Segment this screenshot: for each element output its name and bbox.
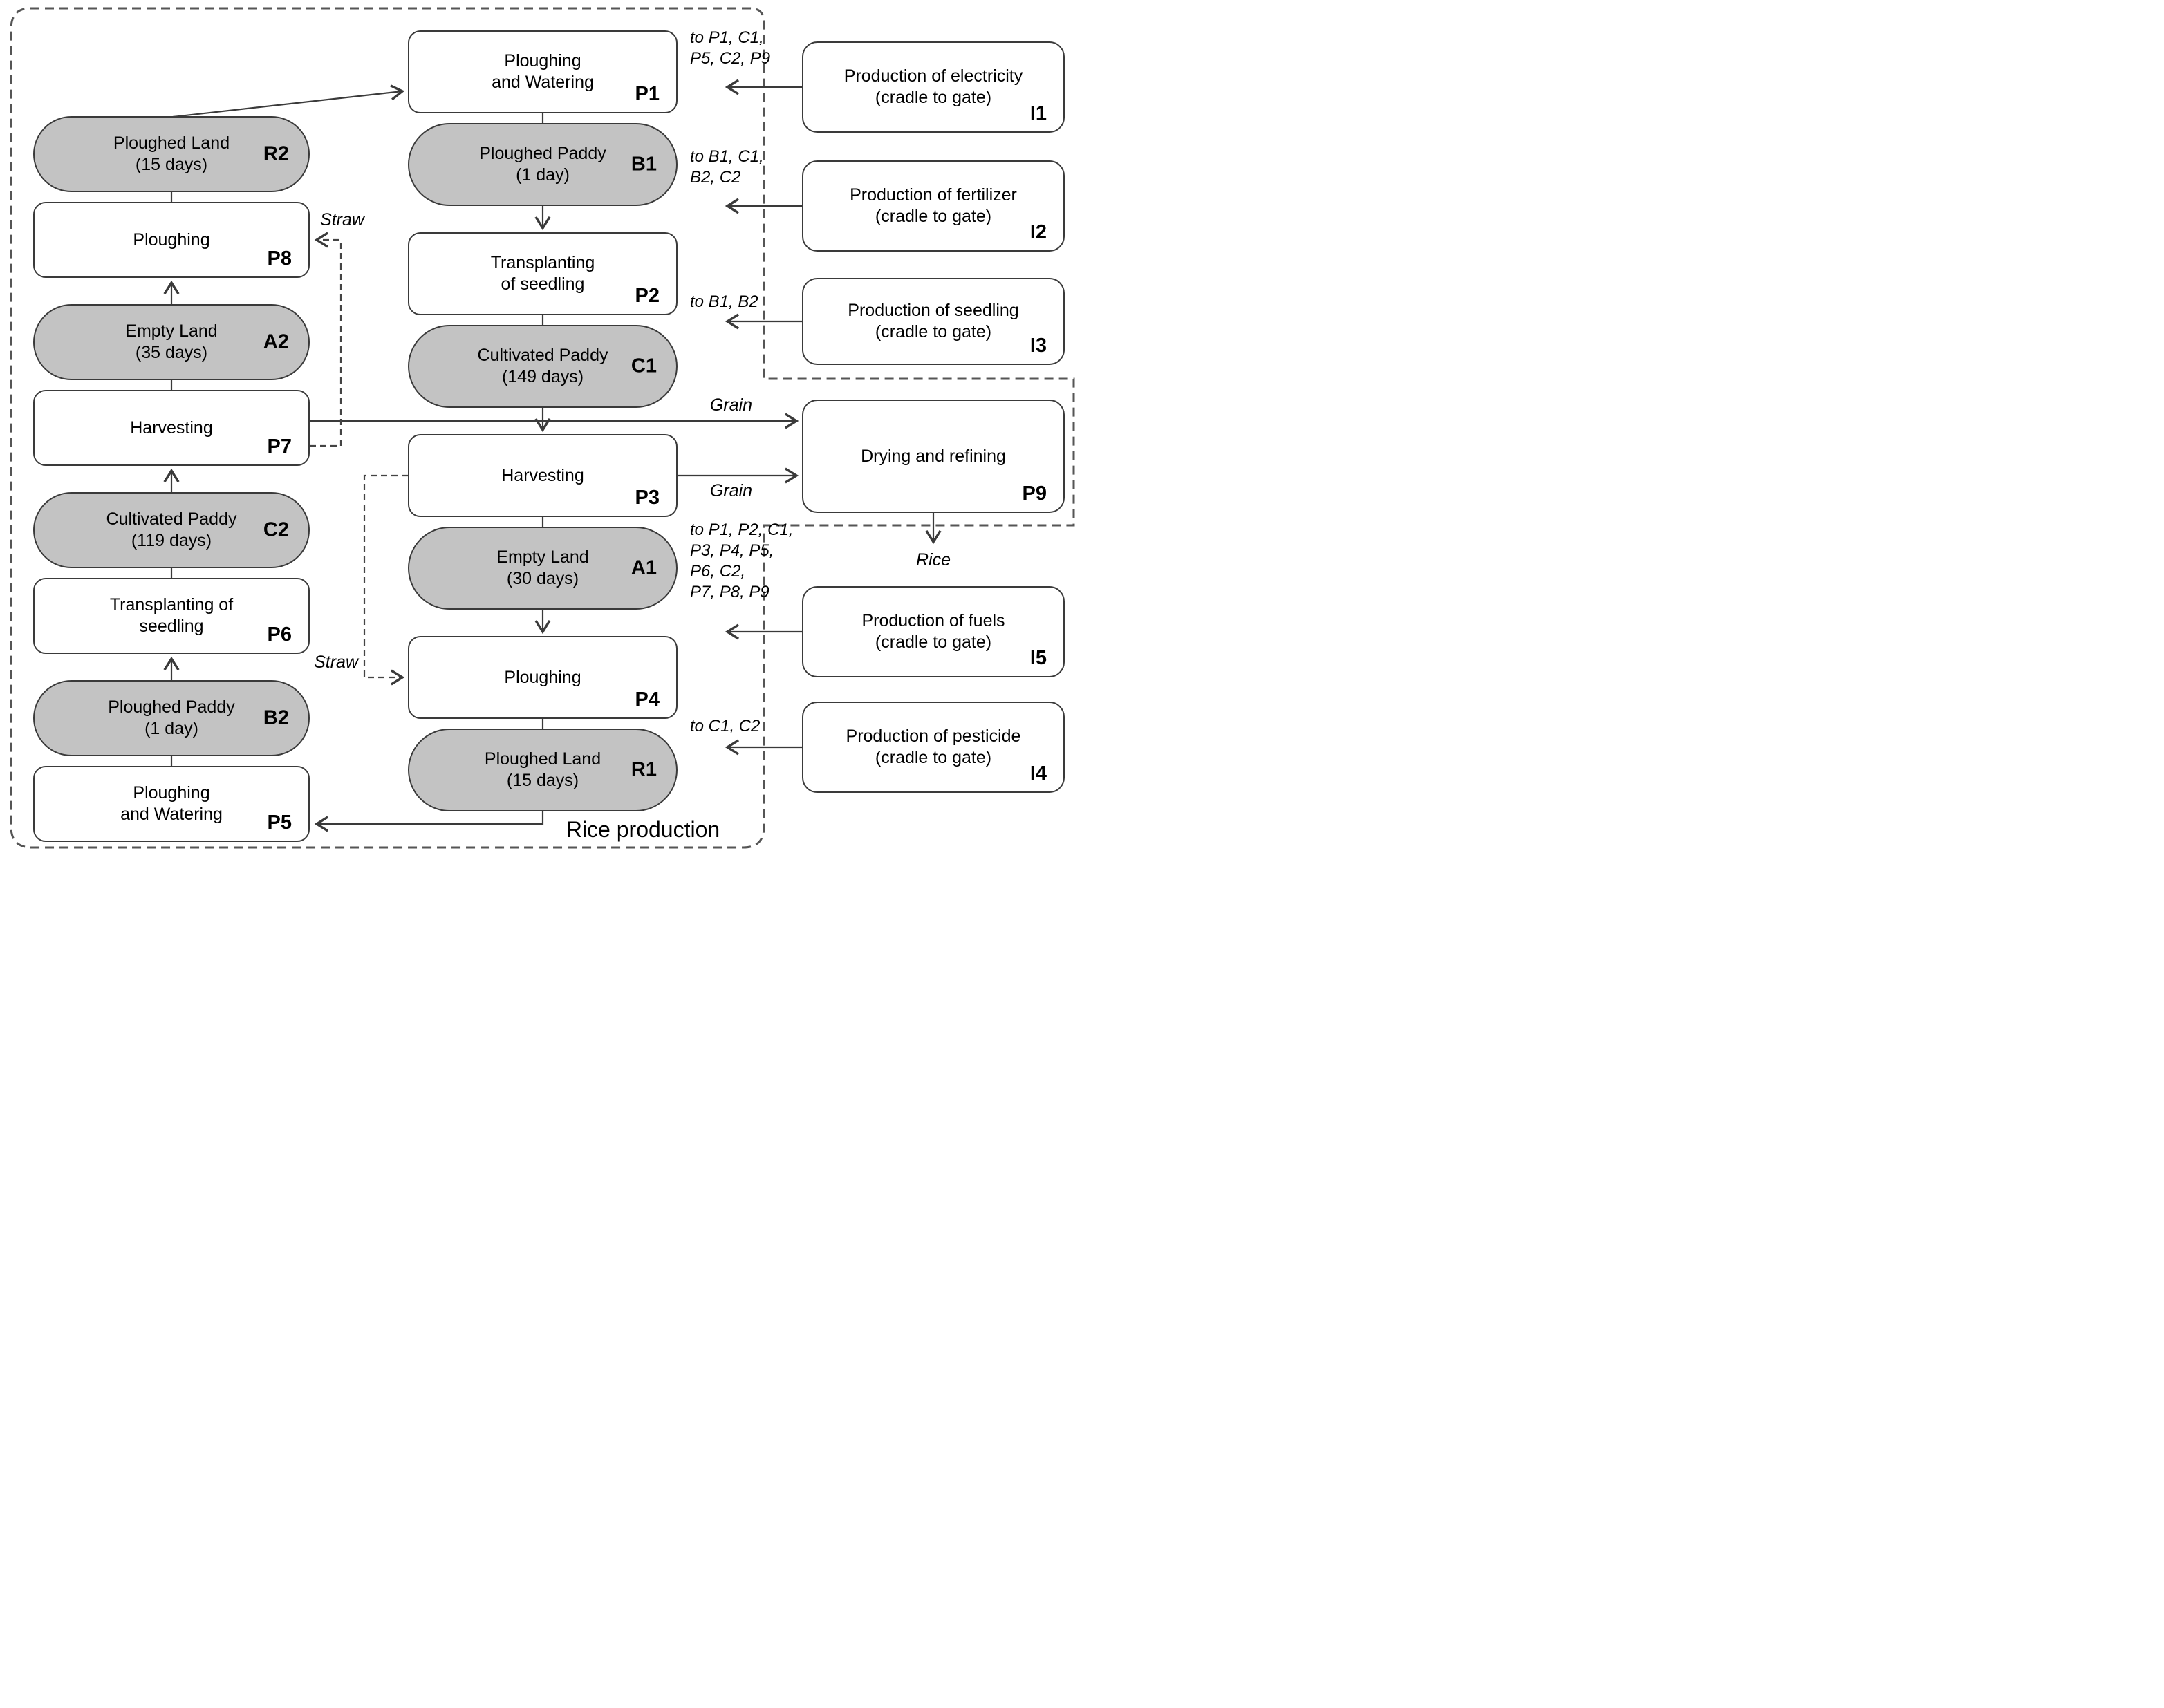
node-P9: Drying and refining P9 bbox=[802, 400, 1065, 513]
node-id: P6 bbox=[267, 623, 292, 646]
node-id: P1 bbox=[635, 83, 660, 105]
edge-r2-p1 bbox=[172, 84, 405, 118]
node-I3: Production of seedling(cradle to gate) I… bbox=[802, 278, 1065, 365]
node-R1: Ploughed Land(15 days) R1 bbox=[408, 729, 678, 811]
node-id: P7 bbox=[267, 435, 292, 458]
io-label-i1: to P1, C1,P5, C2, P9 bbox=[690, 28, 771, 68]
node-label: Harvesting bbox=[501, 465, 584, 485]
node-label: Empty Land(30 days) bbox=[496, 547, 589, 588]
node-A2: Empty Land(35 days) A2 bbox=[33, 304, 310, 380]
node-id: R1 bbox=[631, 758, 657, 781]
node-id: C1 bbox=[631, 355, 657, 377]
node-id: R2 bbox=[263, 142, 289, 165]
node-B2: Ploughed Paddy(1 day) B2 bbox=[33, 680, 310, 756]
node-P4: Ploughing P4 bbox=[408, 636, 678, 719]
node-label: Cultivated Paddy(119 days) bbox=[106, 509, 237, 550]
node-id: P5 bbox=[267, 811, 292, 834]
node-P7: Harvesting P7 bbox=[33, 390, 310, 466]
node-C1: Cultivated Paddy(149 days) C1 bbox=[408, 325, 678, 408]
node-id: I1 bbox=[1029, 102, 1047, 124]
node-label: Production of seedling(cradle to gate) bbox=[848, 301, 1019, 341]
node-id: B1 bbox=[631, 153, 657, 176]
straw-label-lower: Straw bbox=[314, 653, 358, 672]
edge-p3-p4-straw bbox=[363, 474, 408, 686]
node-id: I2 bbox=[1029, 221, 1047, 243]
node-id: I3 bbox=[1029, 335, 1047, 357]
node-R2: Ploughed Land(15 days) R2 bbox=[33, 116, 310, 192]
node-id: A2 bbox=[263, 330, 289, 353]
io-label-i3: to B1, B2 bbox=[690, 292, 758, 311]
node-id: I4 bbox=[1029, 762, 1047, 785]
node-A1: Empty Land(30 days) A1 bbox=[408, 527, 678, 610]
node-P3: Harvesting P3 bbox=[408, 434, 678, 517]
rice-label: Rice bbox=[915, 550, 951, 570]
node-id: P2 bbox=[635, 285, 660, 307]
node-I1: Production of electricity(cradle to gate… bbox=[802, 41, 1065, 133]
node-id: I5 bbox=[1029, 647, 1047, 669]
node-id: P3 bbox=[635, 487, 660, 509]
node-label: Ploughed Paddy(1 day) bbox=[108, 697, 235, 738]
node-label: Production of fuels(cradle to gate) bbox=[861, 611, 1005, 652]
node-B1: Ploughed Paddy(1 day) B1 bbox=[408, 123, 678, 206]
node-id: B2 bbox=[263, 706, 289, 729]
node-I2: Production of fertilizer(cradle to gate)… bbox=[802, 160, 1065, 252]
node-label: Ploughed Land(15 days) bbox=[113, 133, 230, 174]
io-label-i4: to C1, C2 bbox=[690, 717, 761, 735]
node-id: A1 bbox=[631, 556, 657, 579]
node-label: Empty Land(35 days) bbox=[125, 321, 218, 362]
io-label-i2: to B1, C1,B2, C2 bbox=[690, 147, 764, 187]
node-I5: Production of fuels(cradle to gate) I5 bbox=[802, 586, 1065, 677]
node-label: Production of fertilizer(cradle to gate) bbox=[850, 185, 1017, 226]
node-label: Ploughed Land(15 days) bbox=[484, 749, 601, 790]
region-label: Rice production bbox=[566, 817, 720, 842]
node-label: Cultivated Paddy(149 days) bbox=[477, 346, 608, 386]
node-label: Ploughed Paddy(1 day) bbox=[479, 144, 606, 185]
node-I4: Production of pesticide(cradle to gate) … bbox=[802, 702, 1065, 793]
grain-label-lower: Grain bbox=[709, 481, 753, 500]
edge-r1-p5 bbox=[314, 811, 544, 832]
io-label-i5: to P1, P2, C1,P3, P4, P5, P6, C2,P7, P8,… bbox=[690, 520, 794, 601]
rice-production-diagram: Ploughed Land(15 days) R2 Ploughing P8 E… bbox=[0, 0, 1082, 854]
node-label: Production of pesticide(cradle to gate) bbox=[846, 726, 1021, 767]
node-P8: Ploughing P8 bbox=[33, 202, 310, 278]
rice-production-boundary bbox=[10, 7, 1075, 849]
node-id: C2 bbox=[263, 518, 289, 541]
node-label: Production of electricity(cradle to gate… bbox=[843, 66, 1023, 107]
grain-label-upper: Grain bbox=[709, 395, 753, 415]
node-C2: Cultivated Paddy(119 days) C2 bbox=[33, 492, 310, 568]
node-id: P4 bbox=[635, 688, 660, 711]
node-label: Drying and refining bbox=[861, 446, 1006, 466]
node-label: Harvesting bbox=[130, 417, 213, 438]
node-id: P8 bbox=[267, 247, 292, 270]
node-label: Ploughing bbox=[504, 667, 581, 687]
edge-p7-p8-straw bbox=[310, 232, 342, 447]
node-label: Ploughing bbox=[133, 229, 210, 250]
node-id: P9 bbox=[1022, 482, 1047, 505]
connector-layer bbox=[10, 7, 1075, 849]
straw-label-upper: Straw bbox=[320, 210, 364, 229]
